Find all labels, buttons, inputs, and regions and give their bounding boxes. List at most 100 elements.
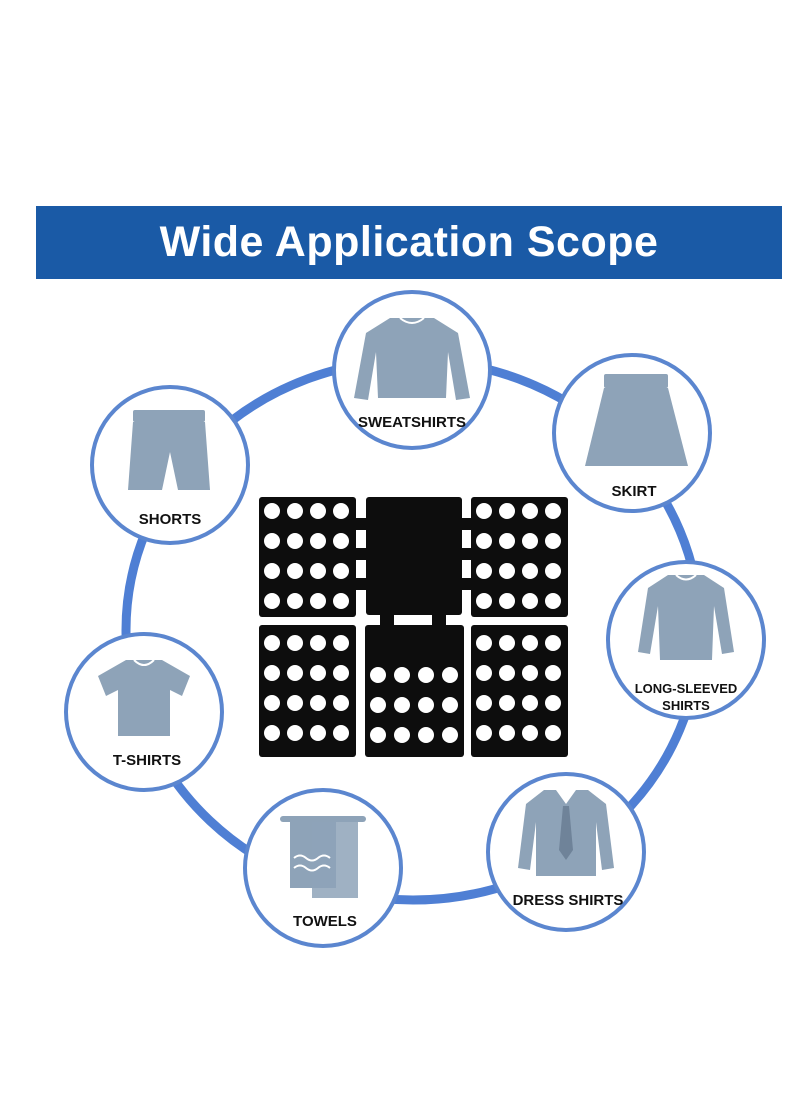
board-hole [499, 533, 515, 549]
board-hole [522, 725, 538, 741]
label-long-sleeved-line1: LONG-SLEEVED [635, 681, 738, 696]
board-hole [264, 533, 280, 549]
board-hole [522, 593, 538, 609]
label-sweatshirts: SWEATSHIRTS [358, 414, 466, 431]
board-hole [333, 725, 349, 741]
board-hole [418, 697, 434, 713]
board-hole [394, 667, 410, 683]
badge-dress-shirts: DRESS SHIRTS [486, 772, 646, 932]
board-hole [310, 695, 326, 711]
board-hole [545, 665, 561, 681]
board-hole [499, 503, 515, 519]
board-hole [522, 665, 538, 681]
board-hole [522, 563, 538, 579]
board-hole [310, 533, 326, 549]
label-towels: TOWELS [293, 913, 357, 930]
board-hole [476, 593, 492, 609]
board-hole [522, 635, 538, 651]
board-hole [370, 667, 386, 683]
folding-board-icon [259, 497, 568, 757]
banner-title: Wide Application Scope [159, 218, 659, 266]
board-hole [499, 665, 515, 681]
label-shorts: SHORTS [139, 511, 202, 528]
board-hole [545, 593, 561, 609]
board-hole [333, 563, 349, 579]
board-hole [333, 503, 349, 519]
long-sleeved-shirt-icon [638, 574, 734, 660]
badge-skirt: SKIRT [552, 353, 712, 513]
board-hole [264, 665, 280, 681]
board-hole [476, 665, 492, 681]
skirt-icon [585, 374, 688, 466]
board-hole [264, 635, 280, 651]
board-hole [499, 563, 515, 579]
badge-shorts: SHORTS [90, 385, 250, 545]
board-hole [545, 635, 561, 651]
board-hole [476, 635, 492, 651]
title-banner: Wide Application Scope [36, 206, 782, 279]
board-hole [545, 533, 561, 549]
sweatshirt-icon [354, 317, 470, 400]
board-hole [476, 695, 492, 711]
label-long-sleeved-line2: SHIRTS [662, 698, 710, 713]
t-shirt-icon [98, 659, 190, 736]
board-hole [333, 533, 349, 549]
board-hole [264, 725, 280, 741]
board-hole [545, 563, 561, 579]
board-hole [287, 635, 303, 651]
board-hole [264, 563, 280, 579]
board-hole [476, 725, 492, 741]
board-hole [287, 533, 303, 549]
board-hole [442, 697, 458, 713]
board-hole [287, 665, 303, 681]
board-hole [499, 725, 515, 741]
board-hole [545, 503, 561, 519]
badge-towels: TOWELS [243, 788, 403, 948]
board-hole [394, 727, 410, 743]
board-hole [287, 503, 303, 519]
board-hole [310, 635, 326, 651]
board-hole [418, 667, 434, 683]
board-hole [499, 695, 515, 711]
board-hole [287, 563, 303, 579]
board-hole [499, 593, 515, 609]
board-hole [476, 533, 492, 549]
board-hole [287, 695, 303, 711]
board-hole [370, 727, 386, 743]
board-hole [522, 695, 538, 711]
board-hole [476, 563, 492, 579]
board-holes [264, 503, 561, 743]
board-hole [333, 665, 349, 681]
board-hole [287, 725, 303, 741]
board-hole [545, 695, 561, 711]
label-skirt: SKIRT [612, 483, 657, 500]
dress-shirt-icon [518, 790, 614, 876]
board-hole [499, 635, 515, 651]
label-dress-shirts: DRESS SHIRTS [513, 892, 624, 909]
shorts-icon [128, 410, 210, 490]
board-hole [333, 695, 349, 711]
board-hole [476, 503, 492, 519]
board-hole [442, 667, 458, 683]
board-hole [333, 593, 349, 609]
board-hole [310, 593, 326, 609]
board-hole [394, 697, 410, 713]
badge-sweatshirts: SWEATSHIRTS [332, 290, 492, 450]
towel-icon [280, 816, 366, 898]
board-hole [522, 503, 538, 519]
board-hole [287, 593, 303, 609]
board-hole [310, 665, 326, 681]
label-t-shirts: T-SHIRTS [113, 752, 181, 769]
board-hole [370, 697, 386, 713]
board-hole [442, 727, 458, 743]
board-hole [545, 725, 561, 741]
board-hole [264, 593, 280, 609]
board-hole [310, 563, 326, 579]
board-hole [310, 725, 326, 741]
board-hole [264, 695, 280, 711]
board-hole [418, 727, 434, 743]
board-hole [522, 533, 538, 549]
badge-t-shirts: T-SHIRTS [64, 632, 224, 792]
board-hole [333, 635, 349, 651]
